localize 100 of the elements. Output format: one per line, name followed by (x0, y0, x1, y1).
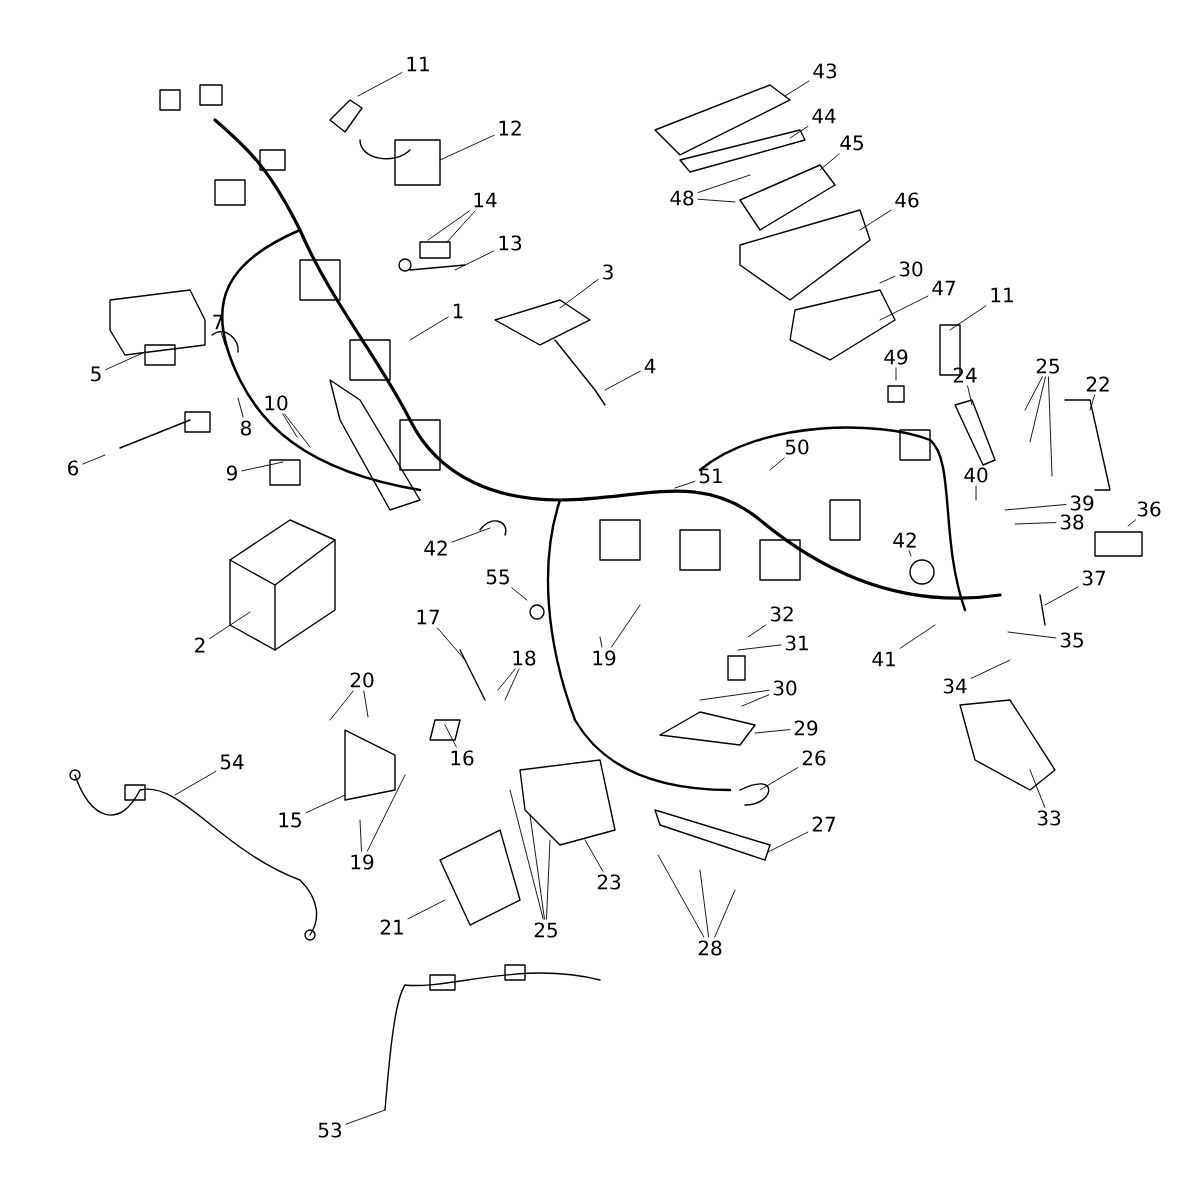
callout-number: 51 (699, 468, 722, 484)
leader-line (409, 316, 449, 341)
leader-line (359, 819, 362, 852)
callout-number: 19 (593, 650, 616, 666)
callout-number: 47 (932, 280, 955, 296)
leader-line (220, 332, 226, 346)
leader-line (511, 587, 528, 601)
callout-number: 1 (453, 303, 463, 319)
callout-number: 45 (840, 135, 863, 151)
leader-line (970, 659, 1011, 679)
leader-line (174, 770, 217, 796)
callout-number: 12 (499, 120, 521, 136)
leader-line (1014, 522, 1057, 525)
leader-line (975, 485, 977, 501)
leader-line (879, 275, 896, 284)
leader-line (509, 789, 544, 920)
leader-line (1029, 376, 1046, 443)
leader-line (451, 527, 491, 543)
leader-line (714, 889, 736, 938)
callout-number: 21 (380, 919, 403, 935)
leader-line (747, 624, 767, 638)
leader-line (657, 854, 705, 938)
callout-number: 25 (534, 922, 557, 938)
callout-number: 30 (899, 261, 923, 277)
callout-number: 46 (895, 192, 919, 208)
leader-line (105, 351, 146, 371)
callout-number: 17 (417, 609, 439, 625)
callout-number: 23 (597, 874, 621, 890)
leader-line (908, 550, 912, 557)
callout-number: 35 (1060, 632, 1083, 648)
callout-number: 49 (884, 349, 908, 365)
leader-line (899, 624, 936, 649)
leader-line (427, 210, 470, 241)
leader-line (209, 611, 251, 640)
leader-line (497, 668, 516, 691)
leader-line (504, 668, 520, 701)
leader-line (1029, 769, 1046, 808)
callout-number: 19 (351, 854, 374, 870)
leader-line (439, 134, 495, 161)
callout-number: 15 (279, 812, 301, 828)
callout-number: 40 (964, 467, 988, 483)
leader-line (967, 385, 973, 406)
leader-line (446, 210, 476, 243)
leader-line (1127, 519, 1136, 527)
leader-line (1044, 586, 1079, 606)
leader-line (604, 370, 641, 391)
callout-number: 5 (91, 366, 101, 382)
leader-line (366, 774, 406, 852)
leader-line (1089, 394, 1096, 411)
leader-line (741, 694, 770, 707)
callout-number: 32 (770, 606, 793, 622)
leader-line (305, 794, 346, 814)
callout-number: 43 (813, 63, 837, 79)
leader-line (282, 413, 298, 438)
leader-line (345, 1109, 386, 1125)
callout-number: 41 (872, 651, 895, 667)
callout-number: 14 (474, 192, 497, 208)
leader-line (784, 80, 810, 97)
callout-number: 42 (424, 540, 447, 556)
leader-line (699, 689, 770, 701)
leader-line (241, 461, 284, 472)
callout-number: 30 (773, 680, 797, 696)
callout-number: 55 (486, 569, 509, 585)
leader-line (1007, 631, 1057, 639)
leader-line (444, 724, 457, 748)
leader-line (754, 729, 791, 734)
callout-number: 18 (513, 650, 536, 666)
callout-number: 11 (407, 56, 429, 72)
leader-line (699, 869, 710, 938)
callout-number: 9 (226, 465, 237, 481)
callout-number: 31 (785, 635, 808, 651)
callout-number: 10 (265, 395, 288, 411)
callout-number: 42 (893, 532, 916, 548)
leader-line (674, 480, 696, 489)
leader-line (737, 644, 782, 651)
leader-line (584, 839, 604, 872)
callout-number: 26 (802, 750, 826, 766)
callout-number: 3 (603, 264, 613, 280)
callout-number: 27 (812, 816, 835, 832)
leader-line (529, 814, 545, 920)
callout-number: 34 (943, 678, 967, 694)
leader-line (329, 690, 354, 721)
leader-line (769, 457, 785, 471)
callout-number: 8 (241, 420, 251, 436)
leader-line (237, 397, 244, 418)
callout-number: 44 (812, 108, 836, 124)
leader-line (82, 454, 106, 465)
callout-number: 29 (794, 720, 818, 736)
callout-number: 38 (1060, 514, 1084, 530)
callout-number: 28 (698, 940, 722, 956)
leader-line (767, 831, 809, 853)
leader-line (697, 174, 751, 193)
callout-number: 54 (220, 754, 244, 770)
callout-number: 2 (195, 637, 205, 653)
callout-number: 20 (350, 672, 374, 688)
callout-number: 6 (68, 460, 79, 476)
callout-number: 53 (318, 1122, 342, 1138)
callout-number: 36 (1137, 501, 1161, 517)
callout-number: 39 (1070, 495, 1094, 511)
callout-number: 4 (644, 358, 656, 374)
